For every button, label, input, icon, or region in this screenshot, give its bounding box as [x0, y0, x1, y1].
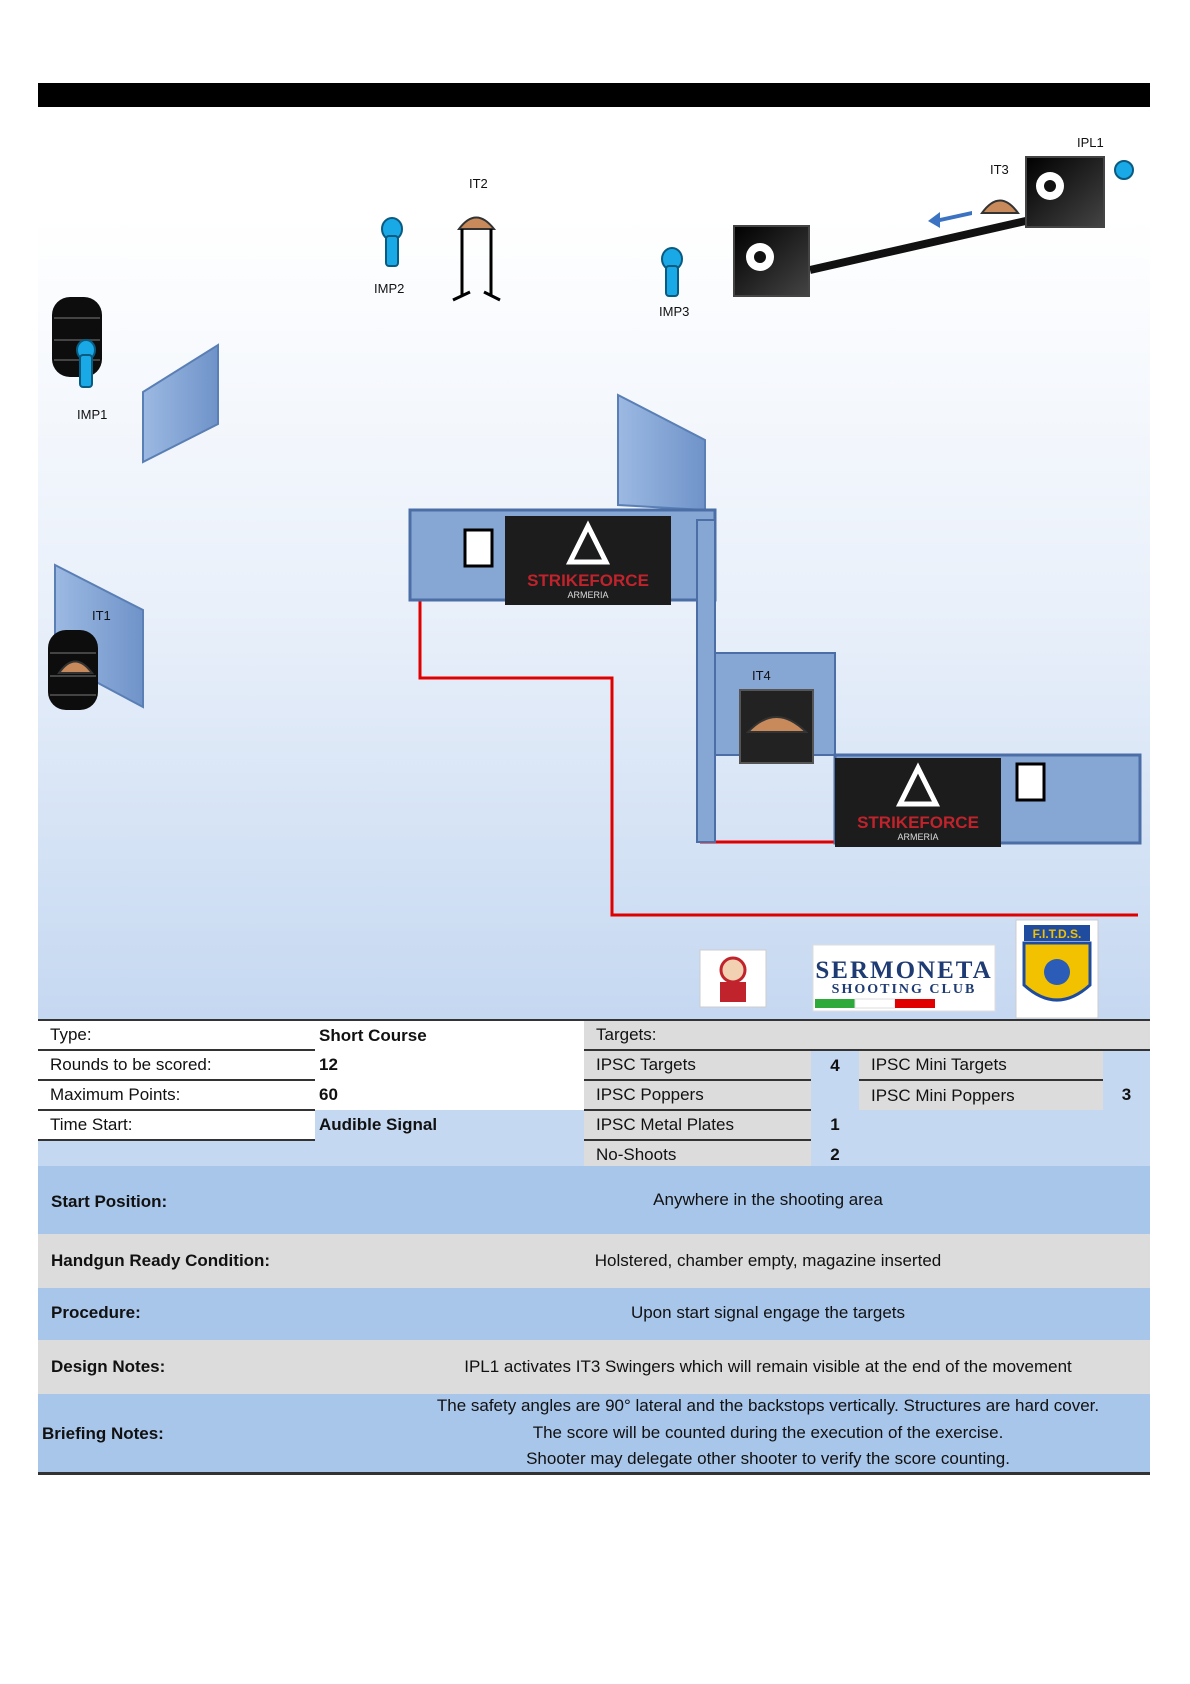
start-value: Anywhere in the shooting area — [653, 1190, 883, 1209]
ready-value: Holstered, chamber empty, magazine inser… — [594, 1251, 942, 1270]
ipl1-popper — [1114, 160, 1134, 180]
briefing-notes-row: Briefing Notes: The safety angles are 90… — [38, 1394, 1150, 1475]
ready-condition-row: Handgun Ready Condition: Holstered, cham… — [38, 1234, 1150, 1288]
stage-info-table: Type: Short Course Targets: Rounds to be… — [38, 1019, 1150, 1172]
sponsor-banner: STRIKEFORCE ARMERIA — [505, 516, 671, 605]
ready-label: Handgun Ready Condition: — [51, 1251, 271, 1270]
maxpoints-label: Maximum Points: — [38, 1080, 315, 1111]
ipsc-metal-value: 1 — [811, 1110, 859, 1140]
wall-panel — [696, 519, 716, 843]
label-it4: IT4 — [752, 668, 771, 683]
briefing-label: Briefing Notes: — [42, 1424, 164, 1443]
maxpoints-value: 60 — [319, 1085, 338, 1104]
club-logo: SERMONETA SHOOTING CLUB — [812, 944, 996, 1012]
noshoots-label: No-Shoots — [584, 1140, 811, 1171]
no-shoot-target — [1015, 762, 1046, 802]
targets-label: Targets: — [584, 1020, 811, 1051]
label-it2: IT2 — [469, 176, 488, 191]
rounds-value: 12 — [319, 1055, 338, 1074]
sponsor-banner: STRIKEFORCE ARMERIA — [835, 758, 1001, 847]
mini-poppers-label: IPSC Mini Poppers — [859, 1080, 1103, 1110]
label-imp2: IMP2 — [374, 281, 405, 296]
mini-targets-label: IPSC Mini Targets — [859, 1050, 1103, 1081]
label-imp3: IMP3 — [659, 304, 690, 319]
tire-stack — [52, 297, 102, 377]
ipsc-targets-label: IPSC Targets — [584, 1050, 811, 1081]
swinger-track — [809, 216, 1031, 274]
target-it4 — [739, 689, 814, 764]
mini-poppers-value: 3 — [1103, 1080, 1150, 1110]
procedure-label: Procedure: — [51, 1303, 141, 1322]
design-label: Design Notes: — [51, 1357, 166, 1376]
sponsor-name: STRIKEFORCE — [527, 571, 649, 590]
ipl1-activator-box — [1025, 156, 1105, 228]
mini-popper-imp2 — [381, 217, 403, 267]
type-value: Short Course — [319, 1025, 427, 1045]
briefing-line-2: The score will be counted during the exe… — [532, 1423, 1004, 1442]
fitds-logo: F.I.T.D.S. — [1015, 919, 1099, 1019]
design-value: IPL1 activates IT3 Swingers which will r… — [464, 1357, 1072, 1376]
target-it3 — [980, 199, 1020, 214]
timestart-value: Audible Signal — [315, 1110, 584, 1140]
club-name: SERMONETA — [815, 957, 992, 984]
fitds-text: F.I.T.D.S. — [1033, 927, 1082, 941]
sponsor-sub: ARMERIA — [897, 832, 938, 842]
sponsor-sub: ARMERIA — [567, 590, 608, 600]
noshoots-value: 2 — [811, 1140, 859, 1171]
label-imp1: IMP1 — [77, 407, 108, 422]
stage-notes: Start Position: Anywhere in the shooting… — [38, 1166, 1150, 1475]
start-label: Start Position: — [51, 1192, 168, 1211]
procedure-row: Procedure: Upon start signal engage the … — [38, 1288, 1150, 1340]
direction-arrow — [928, 212, 940, 228]
sponsor-name: STRIKEFORCE — [857, 813, 979, 832]
type-label: Type: — [38, 1020, 315, 1051]
header-bar — [38, 83, 1150, 107]
direction-arrow — [940, 211, 972, 222]
label-it1: IT1 — [92, 608, 111, 623]
label-it3: IT3 — [990, 162, 1009, 177]
club-subtitle: SHOOTING CLUB — [832, 982, 977, 997]
timestart-label: Time Start: — [38, 1110, 315, 1141]
santa-logo — [699, 949, 767, 1008]
ipsc-targets-value: 4 — [811, 1050, 859, 1080]
mini-popper-imp1 — [76, 339, 96, 388]
metal-plate-box — [733, 225, 810, 297]
target-it2 — [452, 216, 501, 302]
briefing-line-3: Shooter may delegate other shooter to ve… — [526, 1449, 1010, 1468]
start-position-row: Start Position: Anywhere in the shooting… — [38, 1166, 1150, 1234]
wall-panel — [617, 393, 706, 512]
procedure-value: Upon start signal engage the targets — [630, 1303, 906, 1322]
label-ipl1: IPL1 — [1077, 135, 1104, 150]
design-notes-row: Design Notes: IPL1 activates IT3 Swinger… — [38, 1340, 1150, 1394]
mini-popper-imp3 — [661, 247, 683, 297]
ipsc-metal-label: IPSC Metal Plates — [584, 1110, 811, 1141]
no-shoot-target — [463, 528, 494, 568]
ipsc-poppers-label: IPSC Poppers — [584, 1080, 811, 1111]
briefing-line-1: The safety angles are 90° lateral and th… — [436, 1396, 1100, 1415]
target-it1 — [57, 660, 94, 674]
fault-line — [418, 600, 1138, 917]
wall-panel — [142, 343, 219, 464]
rounds-label: Rounds to be scored: — [38, 1050, 315, 1081]
